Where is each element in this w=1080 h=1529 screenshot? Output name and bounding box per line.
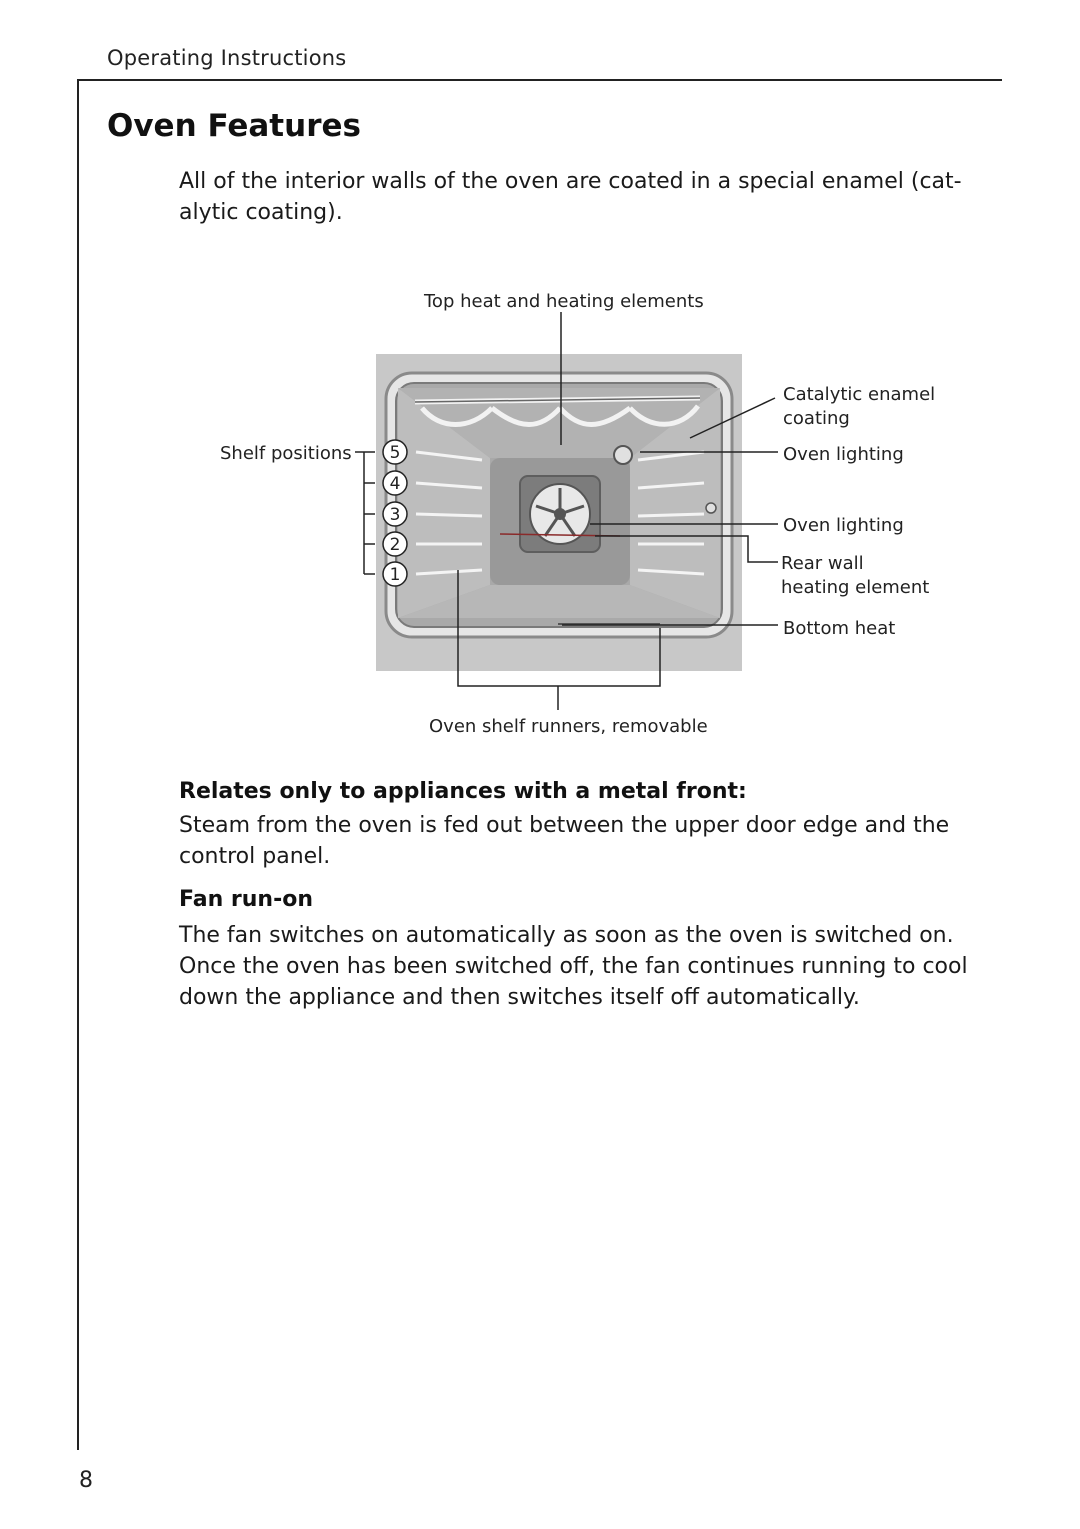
label-oven-lighting-2: Oven lighting (783, 515, 904, 536)
oven-diagram: 5 4 3 2 1 Top heat and heating elements … (200, 280, 960, 750)
leader-lines (355, 312, 778, 710)
label-rear-wall-1: Rear wall (781, 553, 864, 574)
section-heading-metal-front: Relates only to appliances with a metal … (179, 779, 747, 804)
left-shelf-runners (415, 450, 483, 576)
page-title: Oven Features (107, 108, 361, 144)
shelf-number-1: 1 (390, 565, 401, 585)
fan-blades (535, 488, 585, 537)
oven-lamp-upper (613, 445, 633, 465)
header-rule (78, 79, 1002, 81)
margin-rule (77, 79, 79, 1450)
label-rear-wall-2: heating element (781, 577, 929, 598)
label-catalytic-1: Catalytic enamel (783, 384, 935, 405)
shelf-number-2: 2 (390, 535, 401, 555)
label-catalytic-2: coating (783, 408, 850, 429)
floor (398, 585, 720, 618)
label-top-heat: Top heat and heating elements (423, 291, 704, 312)
right-shelf-runners (637, 450, 705, 576)
label-bottom-heat: Bottom heat (783, 618, 895, 639)
oven-lamp-side (705, 502, 717, 514)
label-shelf-positions: Shelf positions (220, 443, 352, 464)
running-head: Operating Instructions (107, 46, 347, 70)
intro-paragraph: All of the interior walls of the oven ar… (179, 169, 962, 225)
shelf-number-4: 4 (390, 474, 401, 494)
page-number: 8 (79, 1468, 93, 1493)
ceiling (398, 388, 720, 458)
top-heating-element-outline (414, 397, 701, 403)
left-wall (398, 388, 490, 618)
section-body-fan-run-on: The fan switches on automatically as soo… (179, 923, 968, 1010)
label-shelf-runners: Oven shelf runners, removable (429, 716, 708, 737)
right-wall (630, 388, 720, 618)
shelf-number-5: 5 (390, 443, 401, 463)
section-body-metal-front: Steam from the oven is fed out between t… (179, 813, 950, 869)
shelf-number-3: 3 (390, 505, 401, 525)
shelf-badges (382, 439, 408, 587)
section-heading-fan-run-on: Fan run-on (179, 887, 313, 912)
label-oven-lighting-1: Oven lighting (783, 444, 904, 465)
